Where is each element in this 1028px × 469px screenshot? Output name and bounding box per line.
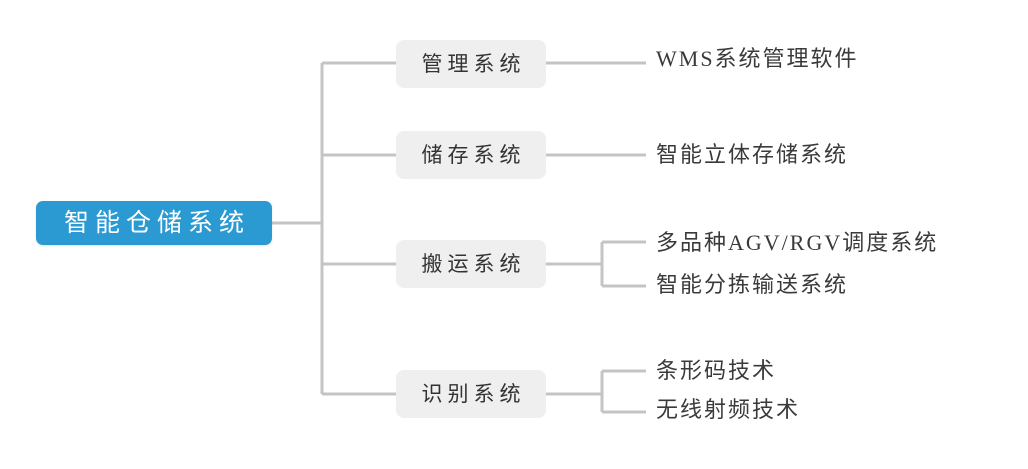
leaf-label-agv-rgv: 多品种AGV/RGV调度系统 (656, 230, 939, 255)
leaf-label-sorting: 智能分拣输送系统 (656, 272, 849, 297)
branch-node-label: 管理系统 (421, 51, 526, 76)
root-node[interactable]: 智能仓储系统 (36, 201, 272, 245)
branch-node-handling[interactable]: 搬运系统 (396, 240, 546, 288)
branch-node-management[interactable]: 管理系统 (396, 40, 546, 88)
leaf-label-wms: WMS系统管理软件 (656, 46, 859, 71)
branch-node-label: 识别系统 (421, 381, 526, 406)
branch-node-label: 储存系统 (421, 142, 526, 167)
branch-node-storage[interactable]: 储存系统 (396, 131, 546, 179)
branch-node-label: 搬运系统 (421, 251, 526, 276)
leaf-label-rfid: 无线射频技术 (656, 397, 801, 422)
leaf-label-barcode: 条形码技术 (656, 358, 777, 383)
leaf-label-asrs: 智能立体存储系统 (656, 142, 849, 167)
root-node-label: 智能仓储系统 (63, 209, 250, 237)
branch-node-identification[interactable]: 识别系统 (396, 370, 546, 418)
